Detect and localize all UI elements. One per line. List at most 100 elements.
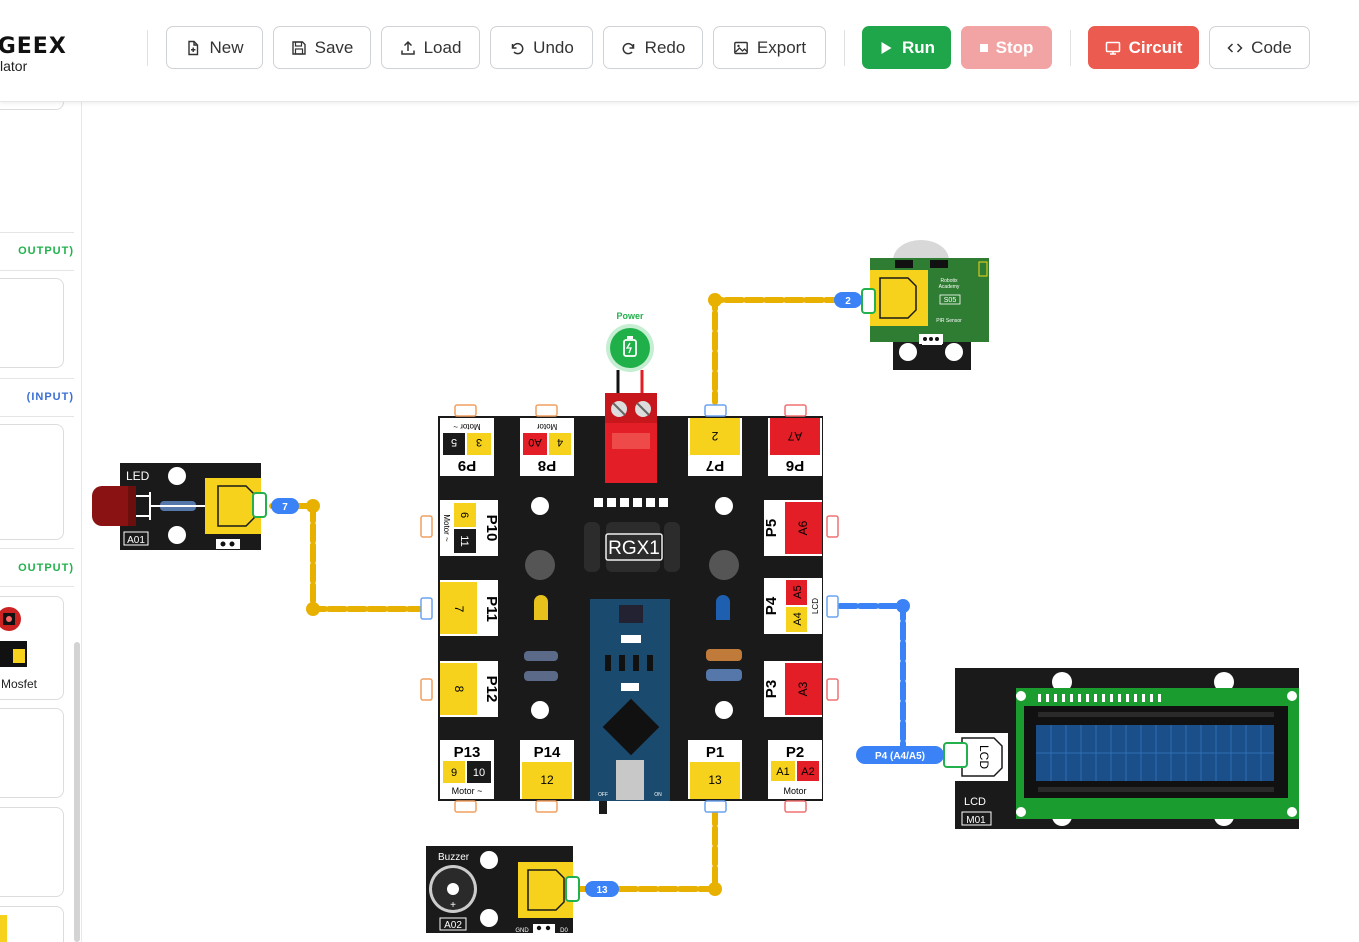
component-card[interactable] [0,424,64,540]
run-button[interactable]: Run [862,26,951,69]
port-p4[interactable]: P4 A5 A4 LCD [763,578,822,634]
port-tab[interactable] [454,404,477,417]
load-button-label: Load [423,37,462,57]
port-tab[interactable] [420,515,433,538]
port-p11-pin: 7 [452,606,466,613]
port-tab[interactable] [454,800,477,813]
port-p1-pin: 13 [708,773,722,787]
wire-lcd-p4[interactable] [837,603,953,758]
sidebar-scrollbar[interactable] [74,642,80,942]
buzzer-module[interactable]: Buzzer + A02 GND D0 13 [426,846,619,934]
port-p8-name: P8 [538,457,556,474]
component-card[interactable] [0,102,64,110]
component-card[interactable] [0,278,64,368]
wire-pir-p7[interactable] [712,297,865,405]
wire-led-p11[interactable] [269,503,427,612]
port-p8-pin-a: A0 [528,436,541,448]
circuit-button[interactable]: Circuit [1088,26,1199,69]
port-p2[interactable]: P2 A1 A2 Motor [768,740,822,799]
port-tab[interactable] [704,800,727,813]
component-card-mosfet[interactable]: Mosfet [0,596,64,700]
export-button[interactable]: Export [713,26,826,69]
port-tab[interactable] [826,595,839,618]
port-p8-motor: Motor [536,422,557,431]
port-tab[interactable] [826,515,839,538]
red-led [92,486,132,526]
component-card[interactable] [0,906,64,942]
logo-subtitle: lator [0,58,28,74]
port-p11[interactable]: P11 7 [440,580,500,636]
power-label: Power [616,311,644,321]
toolbar-divider [844,30,845,66]
port-tab[interactable] [784,404,807,417]
lcd-header-pins [1038,694,1161,702]
rgx1-board[interactable]: P9 5 3 Motor ~ P8 A0 4 Motor [420,311,839,814]
port-p9-motor: Motor ~ [453,422,481,431]
load-button[interactable]: Load [381,26,480,69]
port-p12-name: P12 [483,676,500,703]
stop-icon [979,43,988,52]
code-button[interactable]: Code [1209,26,1310,69]
wire-joint[interactable] [306,499,320,513]
redo-button[interactable]: Redo [603,26,703,69]
port-tab[interactable] [704,404,727,417]
port-p3[interactable]: P3 A3 [763,661,822,717]
port-p13-motor: Motor ~ [452,786,483,796]
arduino-nano: OFF ON [590,599,670,801]
power-button[interactable]: Power [606,311,654,372]
wire-buzzer-p1[interactable] [577,809,718,892]
wire-joint[interactable] [708,293,722,307]
switch-off-label: OFF [598,792,608,798]
port-tab[interactable] [535,404,558,417]
port-p13[interactable]: P13 9 10 Motor ~ [440,740,494,799]
pir-sensor-module[interactable]: Robotix Academy S05 PIR Sensor 2 [834,240,989,370]
component-card[interactable] [0,708,64,798]
port-p6-pin: A7 [787,429,802,443]
redo-icon [622,42,634,54]
port-p2-name: P2 [786,744,804,761]
port-tab[interactable] [826,678,839,701]
port-tab[interactable] [535,800,558,813]
header-pins [594,498,668,507]
port-p4-pin-a: A5 [792,585,804,598]
circuit-canvas[interactable]: P9 5 3 Motor ~ P8 A0 4 Motor [82,102,1359,942]
pir-brand-line2: Academy [939,284,960,290]
port-p9[interactable]: P9 5 3 Motor ~ [440,418,494,476]
save-button[interactable]: Save [273,26,371,69]
port-tab[interactable] [420,597,433,620]
stop-button[interactable]: Stop [961,26,1052,69]
mount-hole [531,497,549,515]
board-label: RGX1 [608,538,660,559]
mosfet-thumbnail [0,607,27,667]
port-tab[interactable] [420,678,433,701]
led-module[interactable]: LED A01 7 [92,463,299,550]
port-p5-name: P5 [763,519,780,537]
lcd-char-grid [1036,725,1274,781]
port-p5[interactable]: P5 A6 [763,500,822,556]
port-p8[interactable]: P8 A0 4 Motor [520,418,574,476]
port-p10-name: P10 [483,515,500,542]
port-p12[interactable]: P12 8 [440,661,500,717]
port-p1-name: P1 [706,744,724,761]
logo-brand: OGEEX [0,34,67,59]
lcd-connector-label: LCD [977,745,991,769]
power-terminal[interactable] [605,370,657,483]
lcd-module[interactable]: LCD LCD M01 P4 (A4/A5) [856,668,1299,829]
component-card[interactable] [0,807,64,897]
port-p6-name: P6 [786,457,804,474]
wire-joint[interactable] [306,602,320,616]
wire-joint[interactable] [896,599,910,613]
battery-icon [623,339,637,357]
wire-joint[interactable] [708,882,722,896]
port-p1[interactable]: P1 13 [688,740,742,799]
port-tab[interactable] [784,800,807,813]
new-button[interactable]: New [166,26,263,69]
stop-button-label: Stop [995,37,1034,57]
port-p6[interactable]: P6 A7 [768,418,822,476]
port-p7[interactable]: P7 2 [688,418,742,476]
undo-button[interactable]: Undo [490,26,593,69]
port-p2-motor: Motor [783,786,806,796]
port-p14[interactable]: P14 12 [520,740,574,799]
port-p10[interactable]: P10 6 11 Motor ~ [440,500,500,556]
knob [709,550,739,580]
